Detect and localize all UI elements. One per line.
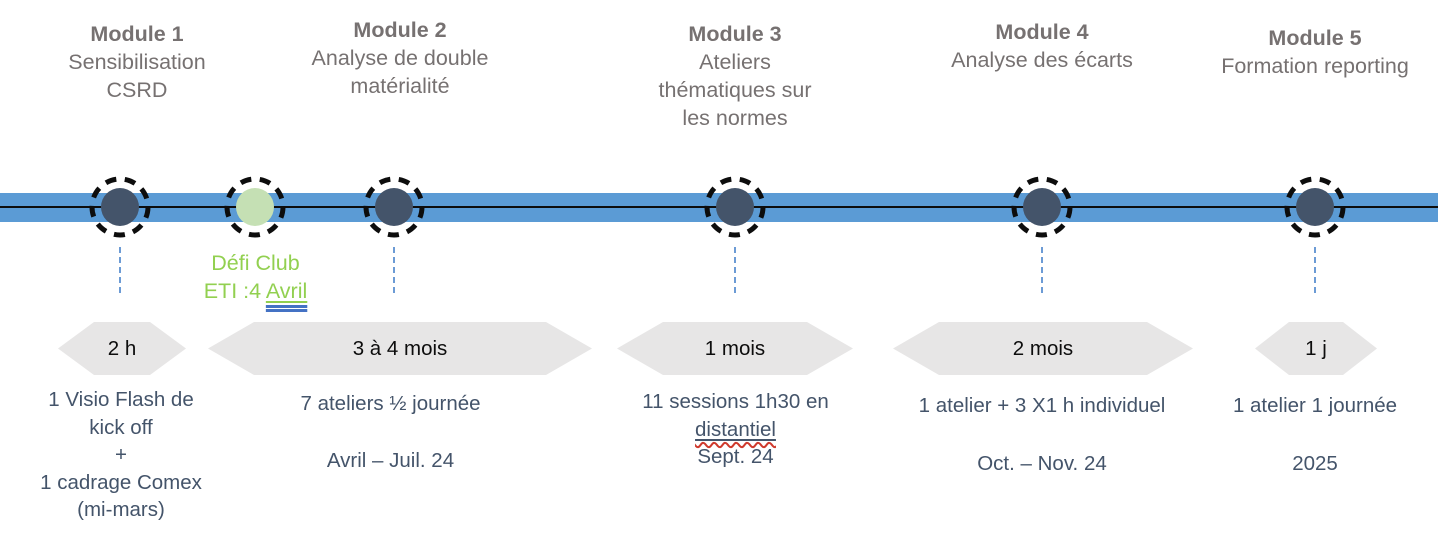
module-2-subtitle: Analyse de double matérialité (311, 46, 489, 98)
avril-link[interactable]: Avril (265, 279, 308, 303)
milestone-dot-module-2 (363, 176, 425, 238)
module-2-header: Module 2 Analyse de double matérialité (280, 16, 520, 100)
module-5-header: Module 5 Formation reporting (1180, 24, 1438, 80)
defi-club-label: Défi Club ETI :4 Avril (168, 249, 343, 305)
module-4-header: Module 4 Analyse des écarts (912, 18, 1172, 74)
module-2-description: 7 ateliers ½ journée (300, 392, 481, 415)
duration-badge-module-5: 1 j (1255, 322, 1377, 375)
module-3-date: Sept. 24 (697, 445, 774, 468)
module-5-date: 2025 (1292, 452, 1338, 475)
milestone-connector-line (119, 247, 121, 293)
module-1-subtitle: Sensibilisation CSRD (68, 50, 206, 102)
milestone-connector-line (1041, 247, 1043, 293)
milestone-dot-module-5 (1284, 176, 1346, 238)
module-4-subtitle: Analyse des écarts (951, 48, 1133, 72)
module-5-description: 1 atelier 1 journée (1232, 394, 1398, 417)
duration-badge-module-4: 2 mois (893, 322, 1193, 375)
module-4-description: 1 atelier + 3 X1 h individuel (918, 394, 1166, 417)
milestone-connector-line (734, 247, 736, 293)
duration-badge-module-3: 1 mois (617, 322, 853, 375)
module-5-subtitle: Formation reporting (1221, 54, 1409, 78)
module-1-description: 1 Visio Flash de kick off + 1 cadrage Co… (40, 388, 202, 521)
module-3-title: Module 3 (688, 22, 782, 46)
milestone-dot-module-3 (704, 176, 766, 238)
defi-club-line1: Défi Club (211, 251, 300, 275)
module-3-description: 11 sessions 1h30 en distantiel Sept. 24 (618, 388, 853, 471)
duration-badge-module-1: 2 h (58, 322, 186, 375)
module-1-header: Module 1 Sensibilisation CSRD (27, 20, 247, 104)
module-1-title: Module 1 (90, 22, 184, 46)
milestone-dot-module-1 (89, 176, 151, 238)
duration-badge-module-2: 3 à 4 mois (208, 322, 592, 375)
milestone-dot-defi-club (224, 176, 286, 238)
milestone-connector-line (1314, 247, 1316, 293)
milestone-dot-module-4 (1011, 176, 1073, 238)
module-5-title: Module 5 (1268, 26, 1362, 50)
module-2-title: Module 2 (353, 18, 447, 42)
milestone-connector-line (393, 247, 395, 293)
module-2-date: Avril – Juil. 24 (326, 449, 455, 472)
module-3-description-line2: distantiel (618, 416, 853, 444)
module-4-date: Oct. – Nov. 24 (977, 452, 1107, 475)
module-4-title: Module 4 (995, 20, 1089, 44)
module-3-description-line1: 11 sessions 1h30 en (642, 390, 829, 413)
defi-club-line2: ETI :4 Avril (203, 279, 308, 303)
distantiel-underlined-word: distantiel (695, 417, 776, 441)
module-3-header: Module 3 Ateliers thématiques sur les no… (620, 20, 850, 132)
module-3-subtitle: Ateliers thématiques sur les normes (658, 50, 812, 130)
